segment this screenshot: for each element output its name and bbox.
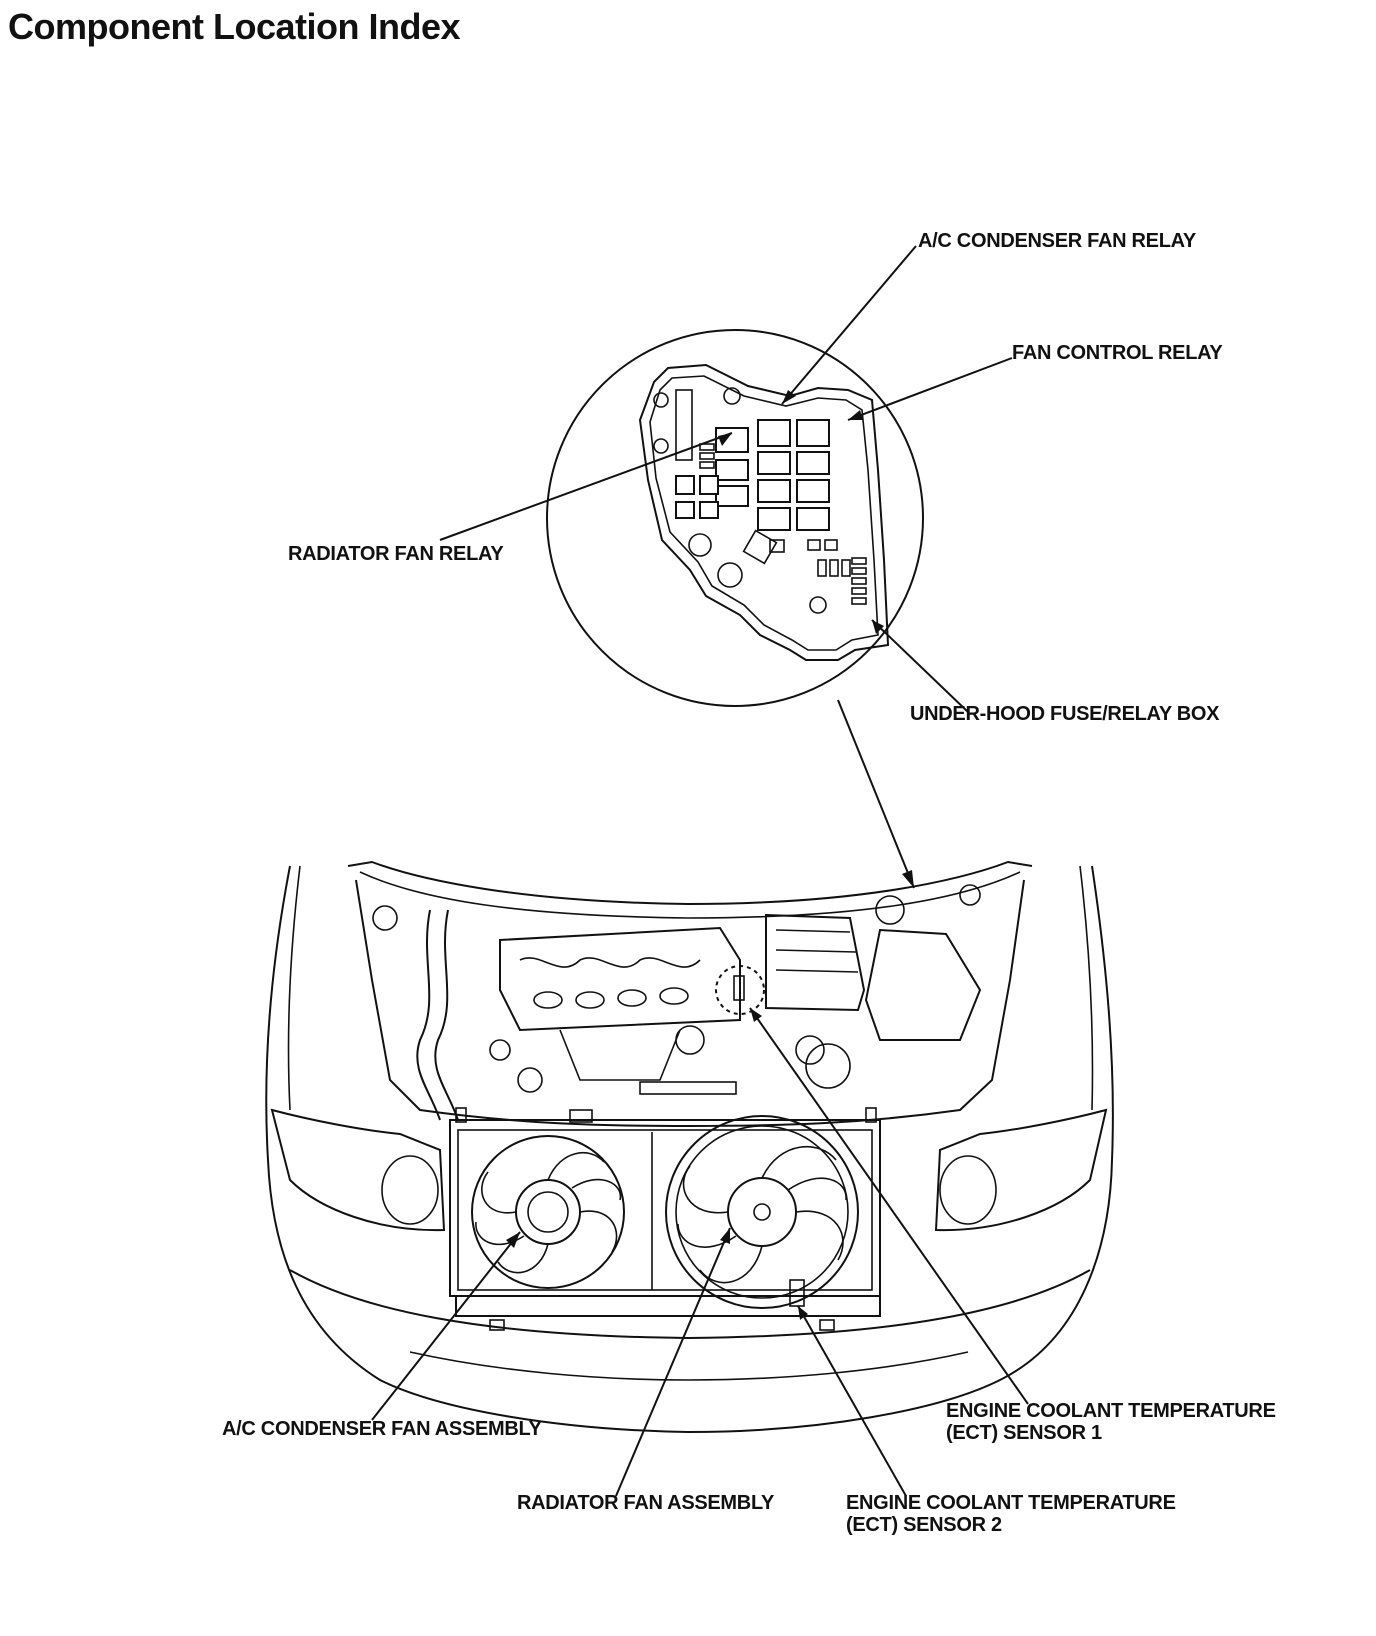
leader-ac-condenser-fan-assembly xyxy=(371,1231,521,1421)
leader-under-hood-box xyxy=(871,619,969,713)
leader-fan-control-relay xyxy=(847,357,1013,421)
label-radiator-fan-relay: RADIATOR FAN RELAY xyxy=(288,543,504,565)
radiator-fan xyxy=(665,1115,859,1309)
leader-radiator-fan-relay xyxy=(439,432,733,541)
label-fan-control-relay: FAN CONTROL RELAY xyxy=(1012,342,1223,364)
leader-ac-condenser-fan-relay xyxy=(781,245,917,405)
engine-bay-view xyxy=(265,860,1114,1434)
label-ect-sensor-1: ENGINE COOLANT TEMPERATURE (ECT) SENSOR … xyxy=(946,1400,1276,1444)
leader-ect-sensor-2 xyxy=(797,1305,907,1497)
ac-condenser-fan-relay-part xyxy=(757,419,791,447)
fan-control-relay-part xyxy=(796,419,830,447)
leader-box-to-engine-bay xyxy=(837,699,915,889)
leader-lines xyxy=(371,245,1029,1497)
label-under-hood-fuse-relay-box: UNDER-HOOD FUSE/RELAY BOX xyxy=(910,703,1220,725)
page-title: Component Location Index xyxy=(8,6,461,47)
fuse-relay-box-detail xyxy=(546,329,924,707)
label-ac-condenser-fan-relay: A/C CONDENSER FAN RELAY xyxy=(918,230,1196,252)
label-ect-sensor-2: ENGINE COOLANT TEMPERATURE (ECT) SENSOR … xyxy=(846,1492,1176,1536)
label-ac-condenser-fan-assembly: A/C CONDENSER FAN ASSEMBLY xyxy=(222,1418,542,1440)
leader-radiator-fan-assembly xyxy=(615,1227,731,1497)
ac-condenser-fan xyxy=(471,1135,625,1289)
leader-ect-sensor-1 xyxy=(749,1007,1029,1405)
label-radiator-fan-assembly: RADIATOR FAN ASSEMBLY xyxy=(517,1492,775,1514)
